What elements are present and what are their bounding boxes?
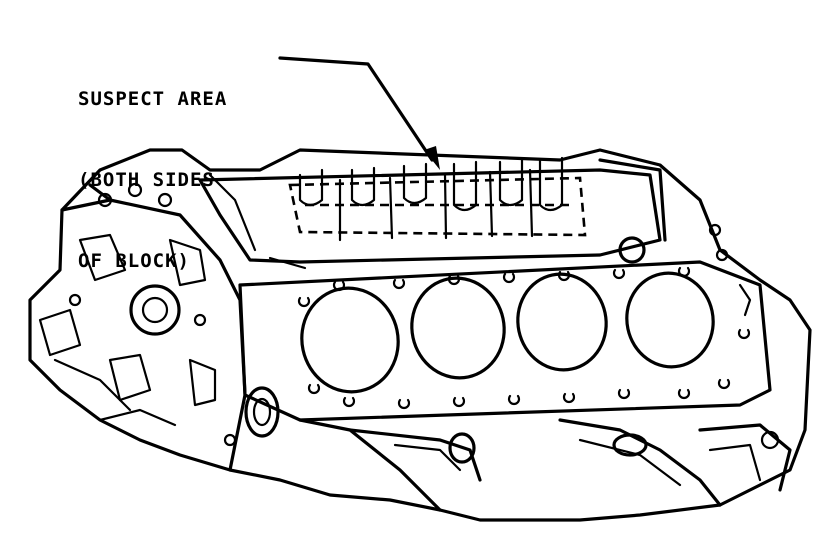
leader-line bbox=[278, 56, 440, 170]
cylinder-bores bbox=[300, 271, 715, 394]
block-outline bbox=[28, 148, 812, 522]
suspect-area-outline bbox=[288, 176, 587, 237]
side-bosses bbox=[208, 158, 752, 317]
lifter-bosses bbox=[298, 156, 564, 242]
valley-outline bbox=[198, 168, 662, 264]
lower-structure bbox=[298, 418, 792, 512]
cylinder-deck bbox=[238, 260, 772, 422]
front-face bbox=[38, 182, 280, 472]
callout-line-3: OF BLOCK) bbox=[78, 250, 190, 272]
callout-line-1: SUSPECT AREA bbox=[78, 88, 228, 110]
head-bolt-holes bbox=[297, 266, 751, 410]
